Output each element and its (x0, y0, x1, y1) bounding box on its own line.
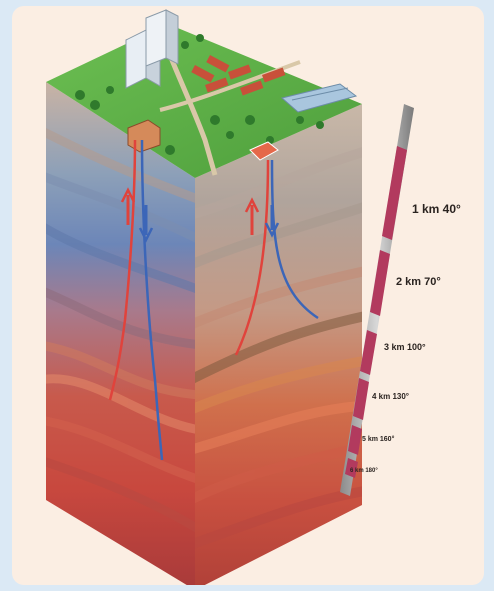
hot-water-pipe (108, 139, 270, 401)
depth-marker-4km: 4 km 130° (372, 392, 410, 401)
surface-landscape (46, 9, 362, 178)
depth-marker-6km: 6 km 180° (350, 468, 378, 474)
side-face (195, 104, 362, 585)
greenhouse-icon (280, 83, 358, 113)
house-icon (191, 55, 286, 161)
depth-marker-5km: 5 km 160° (362, 436, 395, 443)
cold-water-pipe (138, 139, 319, 461)
front-face (46, 82, 195, 585)
diagram-card: 1 km 40° 2 km 70° 3 km 100° 4 km 130° 5 … (12, 6, 484, 585)
depth-marker-1km: 1 km 40° (412, 202, 461, 216)
depth-marker-2km: 2 km 70° (396, 276, 441, 288)
depth-marker-3km: 3 km 100° (384, 342, 426, 352)
depth-scale-bar (340, 104, 414, 496)
tree-icon (75, 34, 324, 155)
geothermal-diagram (46, 9, 414, 585)
